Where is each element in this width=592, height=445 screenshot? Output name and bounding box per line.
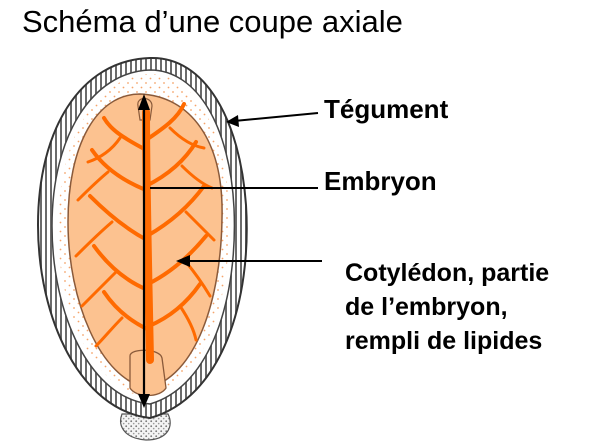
leader-tegument <box>226 113 318 127</box>
label-cotyledon-line1: Cotylédon, partie <box>345 256 549 290</box>
label-cotyledon-line3: rempli de lipides <box>345 324 549 358</box>
label-embryon: Embryon <box>324 166 437 197</box>
label-tegument: Tégument <box>324 94 448 125</box>
label-cotyledon: Cotylédon, partie de l’embryon, rempli d… <box>345 256 549 358</box>
label-cotyledon-line2: de l’embryon, <box>345 290 549 324</box>
